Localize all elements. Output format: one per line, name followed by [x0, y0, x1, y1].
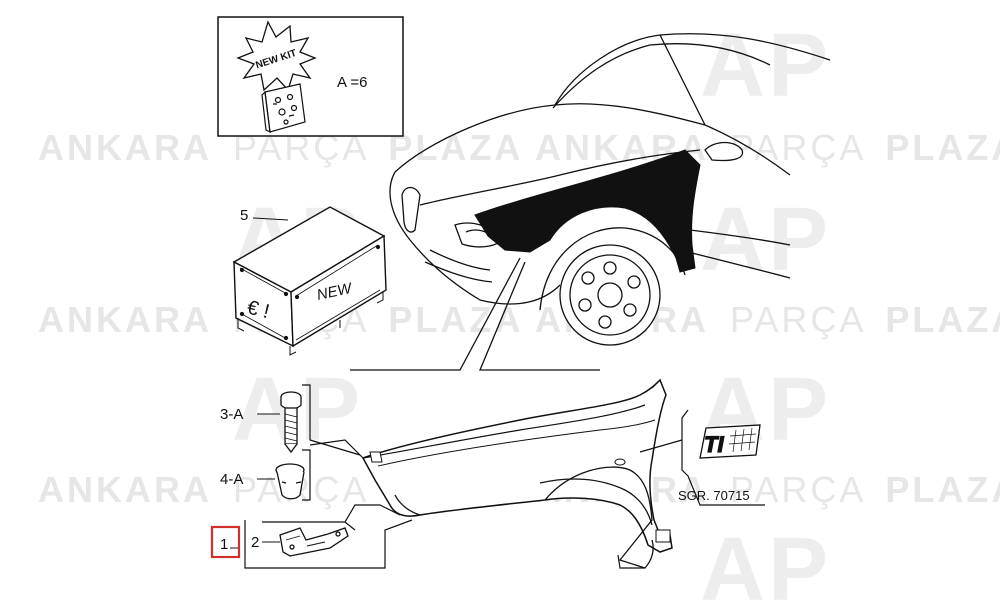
- ti-badge-bracket-lines: [639, 409, 765, 506]
- fender-crease-line: [377, 419, 656, 467]
- watermark-brand-light: PARÇA: [730, 127, 864, 168]
- svg-text:ANKARA PARÇA P: ANKARA PARÇA PLAZA: [535, 127, 1000, 168]
- watermark-brand-bold: PLAZA: [885, 299, 1000, 340]
- car-illustration: [389, 33, 831, 346]
- ti-badge-part[interactable]: TI SGR. 70715: [639, 409, 765, 506]
- car-door-line: [689, 229, 791, 246]
- crate-part[interactable]: 5 NEW € !: [232, 206, 387, 356]
- fender-badge-hole: [614, 458, 626, 466]
- car-front-profile: [389, 171, 411, 241]
- car-rim: [569, 254, 651, 336]
- fender-lower-edge: [394, 478, 653, 526]
- ti-badge-reference: SGR. 70715: [678, 488, 750, 503]
- watermark-row: ANKARA PARÇA PLAZA ANKARA PARÇA PLAZA AN…: [38, 127, 1000, 510]
- car-roof-line: [394, 33, 831, 173]
- watermark-brand-bold: PLAZA: [885, 469, 1000, 510]
- crate-front-text: € !: [245, 297, 272, 324]
- kit-bracket-icon: [261, 83, 306, 134]
- car-rim-holes: [578, 261, 641, 329]
- car-mirror: [704, 141, 744, 162]
- watermark-brand-bold: ANKARA: [38, 127, 212, 168]
- car-windshield-top: [552, 43, 771, 109]
- car-beltline: [704, 124, 791, 176]
- watermark-layer: AP AP AP AP AP AP AP ANKARA PARÇA PLAZA …: [38, 16, 1000, 600]
- watermark-logo: AP: [700, 16, 831, 116]
- bracket-group-frame: [244, 504, 413, 569]
- fender-outline: [361, 378, 673, 553]
- fender-callout-highlight: [210, 525, 241, 559]
- fender-front-tab: [369, 451, 383, 463]
- watermark-brand-bold: PLAZA: [885, 127, 1000, 168]
- svg-text:ANKARA PARÇA P: ANKARA PARÇA PLAZA: [38, 299, 523, 340]
- watermark-brand-light: PARÇA: [730, 299, 864, 340]
- screw-part[interactable]: 3-A: [220, 391, 302, 454]
- ti-badge-icon: TI: [699, 424, 761, 459]
- screw-icon: [280, 391, 302, 454]
- watermark-brand-light: PARÇA: [730, 469, 864, 510]
- watermark-brand-bold: ANKARA: [38, 299, 212, 340]
- car-bumper-line: [409, 239, 561, 305]
- fender-wheel-arch: [544, 466, 654, 569]
- car-to-fender-leaders: [350, 257, 600, 371]
- car-a-pillar: [659, 34, 706, 126]
- clip-icon: [275, 463, 305, 500]
- kit-box[interactable]: NEW KIT A =6: [217, 16, 404, 137]
- crate-callout: 5: [240, 207, 248, 224]
- screw-callout: 3-A: [220, 406, 243, 423]
- car-windshield-base: [554, 103, 706, 126]
- car-fender-highlight: [474, 149, 701, 273]
- crate-leader-line: [252, 217, 289, 221]
- watermark-brand-bold: ANKARA: [38, 469, 212, 510]
- fender-top-flange: [362, 379, 661, 459]
- car-hub: [597, 282, 623, 308]
- car-hood-line: [419, 149, 701, 206]
- car-grille: [401, 186, 421, 233]
- fender-callout[interactable]: 1: [210, 525, 241, 559]
- fastener-group-bracket: [302, 384, 366, 501]
- bracket-part[interactable]: 2: [251, 527, 349, 557]
- fender-callout-number: 1: [220, 536, 228, 553]
- watermark-logo: AP: [700, 520, 831, 600]
- car-tire: [559, 244, 661, 346]
- bracket-icon: [279, 527, 349, 557]
- fender-part[interactable]: [361, 378, 673, 569]
- clip-part[interactable]: 4-A: [220, 463, 305, 500]
- watermark-brand-bold: PLAZA: [388, 299, 523, 340]
- fender-rear-tab: [617, 554, 645, 569]
- crate-icon: [232, 206, 387, 356]
- bracket-callout: 2: [251, 534, 259, 551]
- ti-badge-text: TI: [704, 432, 724, 457]
- fender-mount-tab: [655, 529, 671, 543]
- car-lower-intake: [424, 249, 493, 283]
- clip-callout: 4-A: [220, 471, 243, 488]
- kit-quantity-label: A =6: [337, 74, 367, 91]
